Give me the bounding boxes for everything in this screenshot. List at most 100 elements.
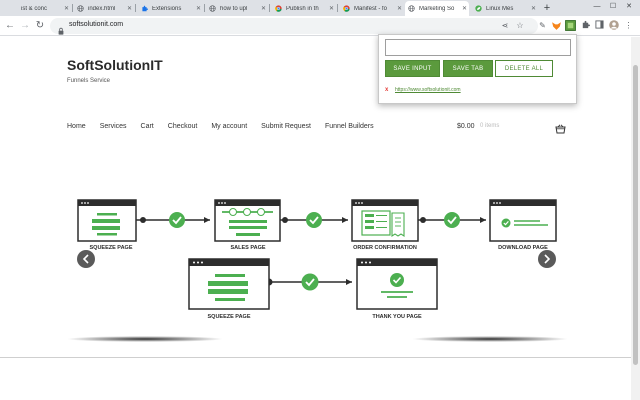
tab-divider xyxy=(269,4,270,12)
avatar[interactable] xyxy=(608,20,619,31)
slider-prev-button[interactable] xyxy=(77,250,95,268)
funnel-label-squeeze-page-2: SQUEEZE PAGE xyxy=(208,314,251,320)
star-icon[interactable]: ☆ xyxy=(516,21,524,30)
funnel-label-squeeze-page: SQUEEZE PAGE xyxy=(90,245,133,251)
site-tagline: Funnels Service xyxy=(67,78,111,84)
main-nav: Home Services Cart Checkout My account S… xyxy=(67,123,388,130)
funnel-step-download-page xyxy=(489,199,557,242)
tab-title: index.html xyxy=(88,5,116,12)
close-icon[interactable]: ✕ xyxy=(126,6,133,12)
nav-cart[interactable]: Cart xyxy=(140,123,154,130)
reload-icon[interactable]: ↻ xyxy=(35,20,45,31)
nav-home[interactable]: Home xyxy=(67,123,86,130)
browser-toolbar: ← → ↻ softsolutionit.com ⋖ ☆ ✎ ⋮ xyxy=(0,16,640,36)
save-input-button[interactable]: SAVE INPUT xyxy=(385,60,440,77)
tab-title: Marketing So xyxy=(419,5,455,12)
tab-1[interactable]: index.html ✕ xyxy=(74,1,134,16)
site-title[interactable]: SoftSolutionIT xyxy=(67,57,163,73)
pen-icon[interactable]: ✎ xyxy=(539,21,546,30)
tab-3[interactable]: how to upl ✕ xyxy=(206,1,268,16)
chrome-icon xyxy=(343,5,350,12)
close-icon[interactable]: ✕ xyxy=(461,6,468,12)
funnel-label-download-page: DOWNLOAD PAGE xyxy=(498,245,548,251)
cart-item-count[interactable]: 0 items xyxy=(480,123,500,129)
scrollbar-thumb[interactable] xyxy=(633,65,638,365)
close-icon[interactable]: ✕ xyxy=(260,6,267,12)
fox-extension-icon[interactable] xyxy=(551,20,562,31)
nav-funnel-builders[interactable]: Funnel Builders xyxy=(324,123,374,130)
slider-next-button[interactable] xyxy=(538,250,556,268)
globe-icon xyxy=(77,5,84,12)
lead-input[interactable] xyxy=(385,39,571,56)
tab-4[interactable]: Publish in th ✕ xyxy=(272,1,336,16)
nav-checkout[interactable]: Checkout xyxy=(167,123,198,130)
delete-all-button[interactable]: DELETE ALL xyxy=(495,60,553,77)
more-menu-icon[interactable]: ⋮ xyxy=(624,21,633,30)
basket-icon[interactable] xyxy=(555,121,566,134)
forward-arrow-icon[interactable]: → xyxy=(20,20,30,31)
maximize-icon[interactable]: ☐ xyxy=(609,3,617,10)
globe-icon xyxy=(408,5,415,12)
side-panel-icon[interactable] xyxy=(594,20,605,31)
address-bar[interactable]: softsolutionit.com ⋖ ☆ xyxy=(50,18,538,35)
close-icon[interactable]: ✕ xyxy=(530,6,537,12)
tab-6-active[interactable]: Marketing So ✕ xyxy=(405,1,469,16)
url-text: softsolutionit.com xyxy=(69,21,124,28)
page-scrollbar[interactable] xyxy=(631,37,640,400)
tab-5[interactable]: Manifest - fo ✕ xyxy=(340,1,404,16)
chrome-icon xyxy=(275,5,282,12)
close-icon[interactable]: ✕ xyxy=(195,6,202,12)
funnel-label-sales-page: SALES PAGE xyxy=(230,245,265,251)
close-icon[interactable]: ✕ xyxy=(328,6,335,12)
nav-submit-request[interactable]: Submit Request xyxy=(261,123,311,130)
extension-popup: SAVE INPUT SAVE TAB DELETE ALL x https:/… xyxy=(378,34,577,104)
delete-link-icon[interactable]: x xyxy=(385,87,389,93)
tab-divider xyxy=(135,4,136,12)
tab-divider xyxy=(204,4,205,12)
tab-divider xyxy=(337,4,338,12)
tab-title: Extensions xyxy=(152,5,182,12)
close-icon[interactable]: ✕ xyxy=(396,6,403,12)
tab-strip: ist & conc ✕ index.html ✕ Extensions ✕ h… xyxy=(0,0,640,16)
back-arrow-icon[interactable]: ← xyxy=(5,20,15,31)
tab-title: ist & conc xyxy=(21,5,48,12)
globe-icon xyxy=(209,5,216,12)
funnel-slider-image: SQUEEZE PAGE SALES PAGE ORDER CONFIRMATI… xyxy=(67,199,568,342)
funnel-step-sales-page xyxy=(214,199,281,242)
tab-0[interactable]: ist & conc ✕ xyxy=(18,1,71,16)
tab-title: Manifest - fo xyxy=(354,5,388,12)
funnel-step-order-confirmation xyxy=(351,199,419,242)
close-window-icon[interactable]: ✕ xyxy=(626,3,632,10)
tab-title: Publish in th xyxy=(286,5,319,12)
tab-title: Linux Mes xyxy=(486,5,514,12)
nav-my-account[interactable]: My account xyxy=(211,123,248,130)
funnel-step-thank-you-page xyxy=(356,258,438,310)
puzzle-icon xyxy=(141,5,148,12)
minimize-icon[interactable]: — xyxy=(593,3,601,10)
marketing-extension-icon[interactable] xyxy=(565,20,576,31)
tab-divider xyxy=(72,4,73,12)
slide-shadow-right xyxy=(412,336,568,342)
saved-link[interactable]: https://www.softsolutionit.com xyxy=(395,87,461,93)
slide-shadow-left xyxy=(67,336,223,342)
check-circle-icon xyxy=(444,212,460,228)
close-icon[interactable]: ✕ xyxy=(63,6,70,12)
funnel-label-order-confirmation: ORDER CONFIRMATION xyxy=(353,245,417,251)
share-icon[interactable]: ⋖ xyxy=(501,21,509,30)
check-circle-icon xyxy=(169,212,185,228)
funnel-label-thank-you-page: THANK YOU PAGE xyxy=(372,314,422,320)
funnel-step-squeeze-page-2 xyxy=(188,258,270,310)
tab-2[interactable]: Extensions ✕ xyxy=(138,1,203,16)
save-tab-button[interactable]: SAVE TAB xyxy=(443,60,493,77)
check-circle-icon xyxy=(301,273,319,291)
puzzle-extensions-icon[interactable] xyxy=(580,20,591,31)
nav-services[interactable]: Services xyxy=(99,123,127,130)
content-divider xyxy=(0,357,640,358)
check-circle-icon xyxy=(306,212,322,228)
tab-title: how to upl xyxy=(220,5,248,12)
cart-total[interactable]: $0.00 xyxy=(457,123,475,130)
tab-7[interactable]: Linux Mes ✕ xyxy=(472,1,538,16)
lock-icon xyxy=(57,22,65,35)
new-tab-button[interactable]: + xyxy=(543,2,551,14)
